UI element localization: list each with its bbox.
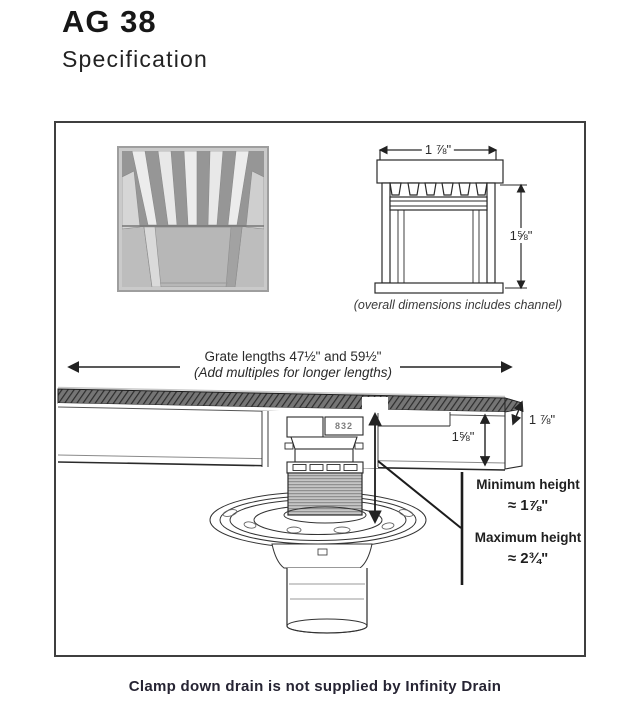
channel-dimension-lines bbox=[479, 400, 524, 467]
clamp-down-drain-drawing bbox=[209, 472, 427, 634]
product-photo bbox=[117, 146, 269, 292]
cross-section-height-dimension: 1⅝" bbox=[506, 228, 536, 243]
grate-lengths-line2: (Add multiples for longer lengths) bbox=[193, 365, 393, 380]
channel-liner-lines bbox=[397, 210, 480, 283]
cross-section-caption: (overall dimensions includes channel) bbox=[353, 298, 563, 312]
max-height-label: Maximum height bbox=[474, 530, 582, 545]
footer-note: Clamp down drain is not supplied by Infi… bbox=[128, 678, 502, 695]
grate-teeth bbox=[389, 182, 488, 196]
height-annotation-lines bbox=[362, 397, 464, 585]
diagram-layer: 1 ⅞" 1⅝" (overall dimensions includes ch… bbox=[54, 121, 586, 657]
page-subtitle: Specification bbox=[62, 46, 209, 72]
channel-width-dimension: 1 ⅞" bbox=[528, 412, 556, 427]
channel-width-dim-arrow bbox=[511, 400, 524, 426]
flange-screw-slots bbox=[222, 509, 414, 534]
cross-section-drawing bbox=[374, 145, 527, 294]
max-height-value: ≈ 2¾" bbox=[507, 550, 549, 567]
line-art bbox=[57, 145, 527, 634]
spec-border-box: 1 ⅞" 1⅝" (overall dimensions includes ch… bbox=[54, 121, 586, 657]
outlet-assembly-drawing bbox=[261, 411, 451, 474]
grate-lengths-line1: Grate lengths 47½" and 59½" bbox=[204, 349, 382, 364]
min-height-value: ≈ 1⅞" bbox=[507, 497, 549, 514]
leader-line bbox=[377, 460, 462, 529]
channel-part-number: 832 bbox=[334, 421, 354, 431]
page-title: AG 38 bbox=[62, 4, 157, 39]
cross-section-width-dimension: 1 ⅞" bbox=[421, 142, 455, 157]
photo-grate-image bbox=[122, 151, 264, 287]
channel-height-dimension: 1⅝" bbox=[448, 429, 478, 444]
min-height-label: Minimum height bbox=[476, 477, 580, 492]
clamp-ring-slots bbox=[292, 464, 358, 471]
